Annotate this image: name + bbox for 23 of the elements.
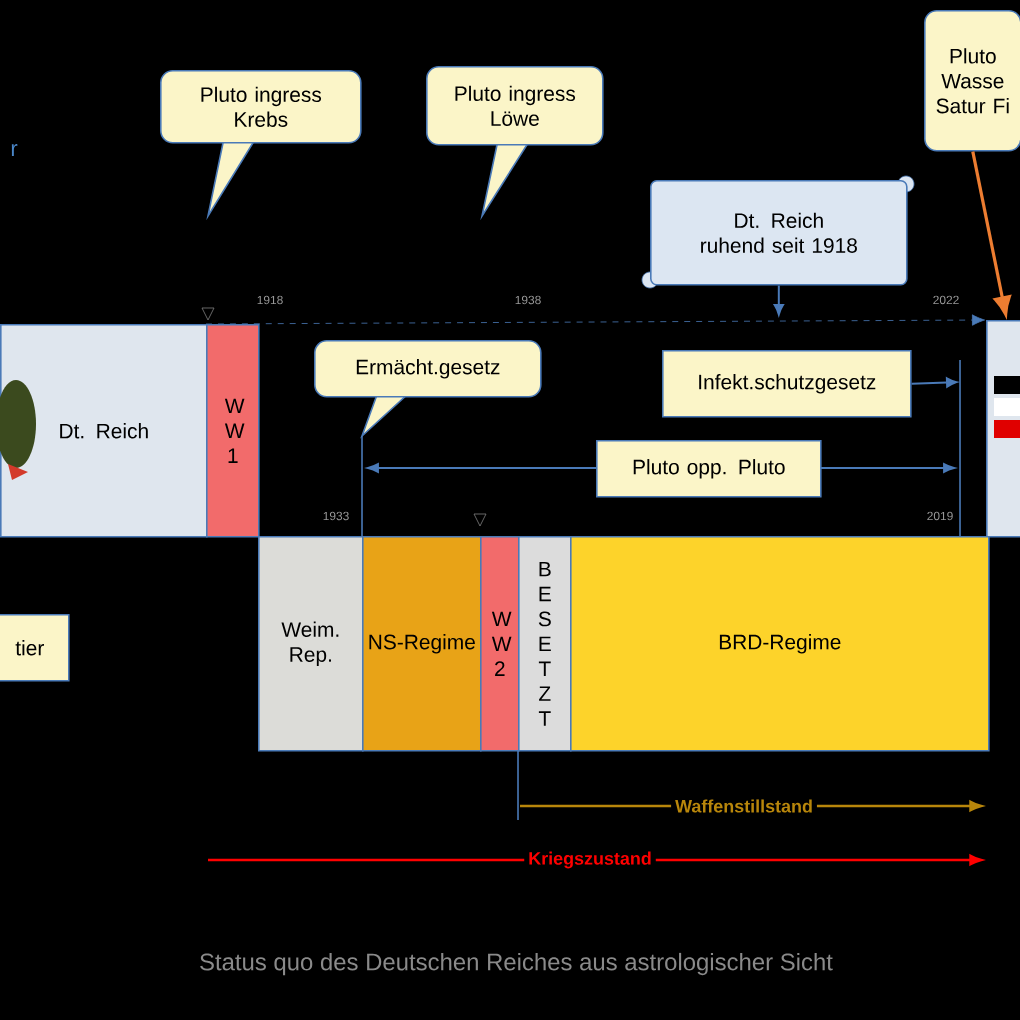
text-fragment: r — [11, 144, 18, 156]
arrow — [773, 284, 784, 316]
speech-bubble: Pluto ingress Krebs — [160, 70, 362, 221]
period-box: Weim. Rep. — [258, 536, 364, 752]
period-box: WW2 — [480, 536, 520, 752]
period-box: Pluto opp. Pluto — [596, 440, 822, 498]
speech-bubble: Pluto Wasse Satur Fi — [924, 10, 1020, 152]
period-box: WW1 — [206, 324, 260, 538]
period-box: Dt. Reich — [0, 324, 208, 538]
span-label: Kriegszustand — [524, 847, 656, 873]
period-box: BESETZT — [518, 536, 572, 752]
period-box: BRD-Regime — [570, 536, 990, 752]
period-box: NS-Regime — [362, 536, 482, 752]
arrow — [205, 314, 985, 326]
span-label: Waffenstillstand — [671, 795, 817, 817]
period-box: tier — [0, 614, 70, 682]
arrow — [910, 377, 958, 388]
arrow — [971, 151, 1011, 316]
speech-bubble: Ermächt.gesetz — [314, 340, 542, 439]
speech-bubble: Pluto ingress Löwe — [426, 66, 604, 221]
period-box: Infekt.schutzgesetz — [662, 350, 912, 418]
scroll-banner: Dt. Reich ruhend seit 1918 — [641, 175, 915, 289]
caption: Status quo des Deutschen Reiches aus astrologischer Sicht — [200, 952, 833, 976]
